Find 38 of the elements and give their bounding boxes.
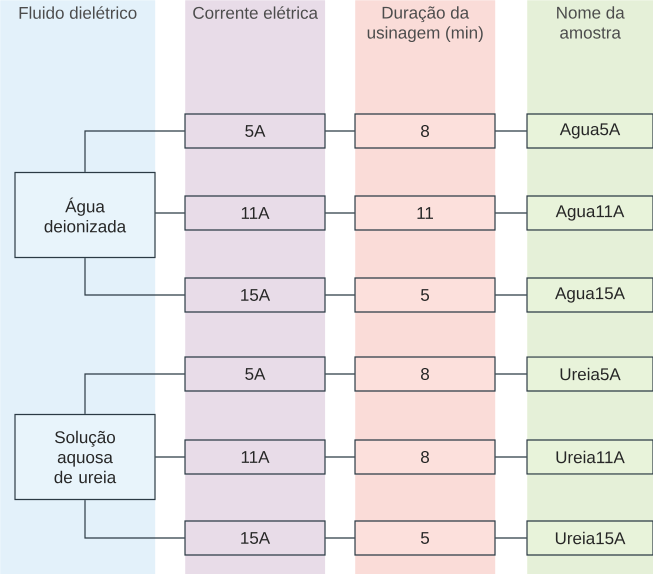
process-box: 11A xyxy=(184,195,326,231)
connector-line xyxy=(326,537,354,539)
connector-line xyxy=(326,456,354,458)
process-box: 5A xyxy=(184,113,326,149)
process-box: 11 xyxy=(354,195,496,231)
connector-line xyxy=(326,294,354,296)
connector-line xyxy=(496,537,526,539)
connector-line xyxy=(84,130,184,172)
process-box: 5 xyxy=(354,520,496,556)
connector-line xyxy=(496,456,526,458)
process-box: Agua11A xyxy=(526,195,653,231)
connector-line xyxy=(84,258,184,296)
process-box: 8 xyxy=(354,356,496,392)
connector-line xyxy=(496,373,526,375)
process-box: Água deionizada xyxy=(14,172,156,258)
connector-line xyxy=(156,456,184,458)
connector-line xyxy=(496,130,526,132)
connector-line xyxy=(156,212,184,214)
process-box: Solução aquosa de ureia xyxy=(14,414,156,500)
connector-line xyxy=(84,373,184,414)
process-box: 5 xyxy=(354,277,496,313)
process-box: 8 xyxy=(354,113,496,149)
process-box: 11A xyxy=(184,439,326,475)
process-box: Ureia15A xyxy=(526,520,653,556)
process-box: 8 xyxy=(354,439,496,475)
connector-line xyxy=(496,212,526,214)
process-box: Agua5A xyxy=(526,113,653,149)
process-box: 15A xyxy=(184,277,326,313)
process-box: Agua15A xyxy=(526,277,653,313)
connector-line xyxy=(84,500,184,539)
connector-line xyxy=(326,373,354,375)
connector-line xyxy=(496,294,526,296)
connector-line xyxy=(326,130,354,132)
process-box: 5A xyxy=(184,356,326,392)
process-box: Ureia11A xyxy=(526,439,653,475)
process-box: 15A xyxy=(184,520,326,556)
process-box: Ureia5A xyxy=(526,356,653,392)
connector-line xyxy=(326,212,354,214)
